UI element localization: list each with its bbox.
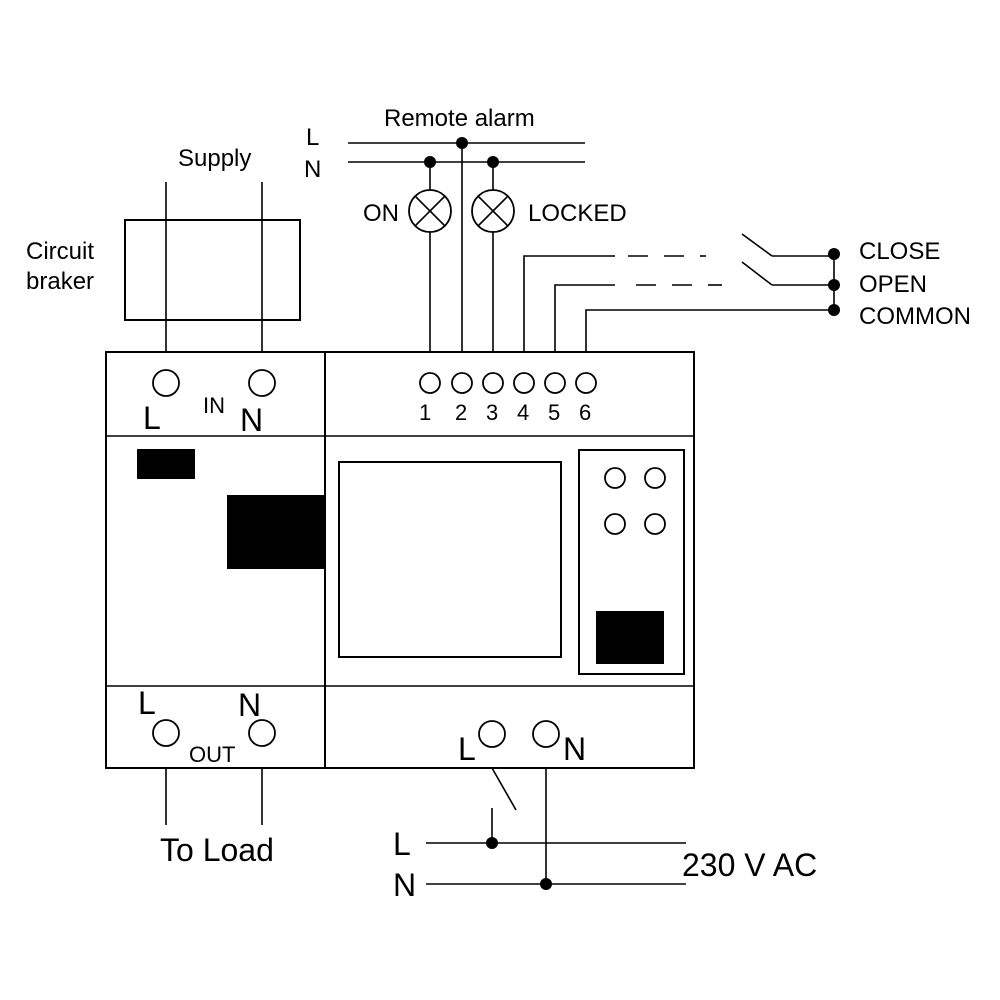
close-switch-icon <box>741 233 773 257</box>
in-n-terminal[interactable] <box>248 369 276 397</box>
left-module <box>105 351 326 769</box>
terminal-6[interactable] <box>575 372 597 394</box>
out-l-terminal[interactable] <box>152 719 180 747</box>
contact-wiring <box>523 233 840 352</box>
on-label: ON <box>363 200 399 227</box>
locked-label: LOCKED <box>528 200 627 227</box>
power-n-label: N <box>563 731 586 767</box>
mains-l-label: L <box>393 826 411 862</box>
terminal-5[interactable] <box>544 372 566 394</box>
right-module <box>324 351 695 769</box>
out-n-terminal[interactable] <box>248 719 276 747</box>
in-n-label: N <box>240 402 263 438</box>
junction-dot <box>486 837 498 849</box>
panel-indicator-block <box>596 611 664 664</box>
supply-switch-icon <box>491 767 517 811</box>
terminal-1[interactable] <box>419 372 441 394</box>
junction-dot <box>540 878 552 890</box>
circuit-breaker-label-2: braker <box>26 268 94 295</box>
junction-dot <box>828 279 840 291</box>
terminal-label-2: 2 <box>455 400 467 425</box>
out-label: OUT <box>189 742 235 767</box>
terminal-3[interactable] <box>482 372 504 394</box>
out-n-label: N <box>238 687 261 723</box>
terminal-label-6: 6 <box>579 400 591 425</box>
close-label: CLOSE <box>859 238 940 265</box>
wire-terminal-6 <box>585 309 834 352</box>
open-switch-icon <box>741 261 773 286</box>
circuit-breaker <box>124 219 301 321</box>
wire-terminal-5 <box>554 284 615 352</box>
circuit-breaker-label-1: Circuit <box>26 238 94 265</box>
panel-button[interactable] <box>644 467 666 489</box>
junction-dot <box>828 248 840 260</box>
panel-button[interactable] <box>604 513 626 535</box>
remote-alarm-label: Remote alarm <box>384 105 535 132</box>
mains-n-label: N <box>393 867 416 903</box>
terminal-label-4: 4 <box>517 400 529 425</box>
power-n-terminal[interactable] <box>532 720 560 748</box>
to-load-label: To Load <box>160 832 274 868</box>
panel-button[interactable] <box>644 513 666 535</box>
terminal-label-3: 3 <box>486 400 498 425</box>
voltage-label: 230 V AC <box>682 847 817 883</box>
terminal-label-5: 5 <box>548 400 560 425</box>
supply-label: Supply <box>178 145 251 172</box>
terminal-label-1: 1 <box>419 400 431 425</box>
toggle-lever[interactable] <box>227 495 325 569</box>
out-l-label: L <box>138 685 156 721</box>
terminal-4[interactable] <box>513 372 535 394</box>
junction-dot <box>828 304 840 316</box>
open-label: OPEN <box>859 271 927 298</box>
remote-alarm-bus: Remote alarm L N <box>304 105 585 183</box>
alarm-l-label: L <box>306 124 319 151</box>
power-l-terminal[interactable] <box>478 720 506 748</box>
common-label: COMMON <box>859 303 971 330</box>
panel-button[interactable] <box>604 467 626 489</box>
locked-lamp-icon <box>471 189 515 233</box>
display-window <box>338 461 562 658</box>
in-l-terminal[interactable] <box>152 369 180 397</box>
power-l-label: L <box>458 731 476 767</box>
indicator-block <box>137 449 195 479</box>
terminal-2[interactable] <box>451 372 473 394</box>
wire-terminal-4 <box>523 255 615 352</box>
in-label: IN <box>203 393 225 418</box>
on-lamp-icon <box>408 189 452 233</box>
alarm-n-label: N <box>304 156 321 183</box>
in-l-label: L <box>143 400 161 436</box>
